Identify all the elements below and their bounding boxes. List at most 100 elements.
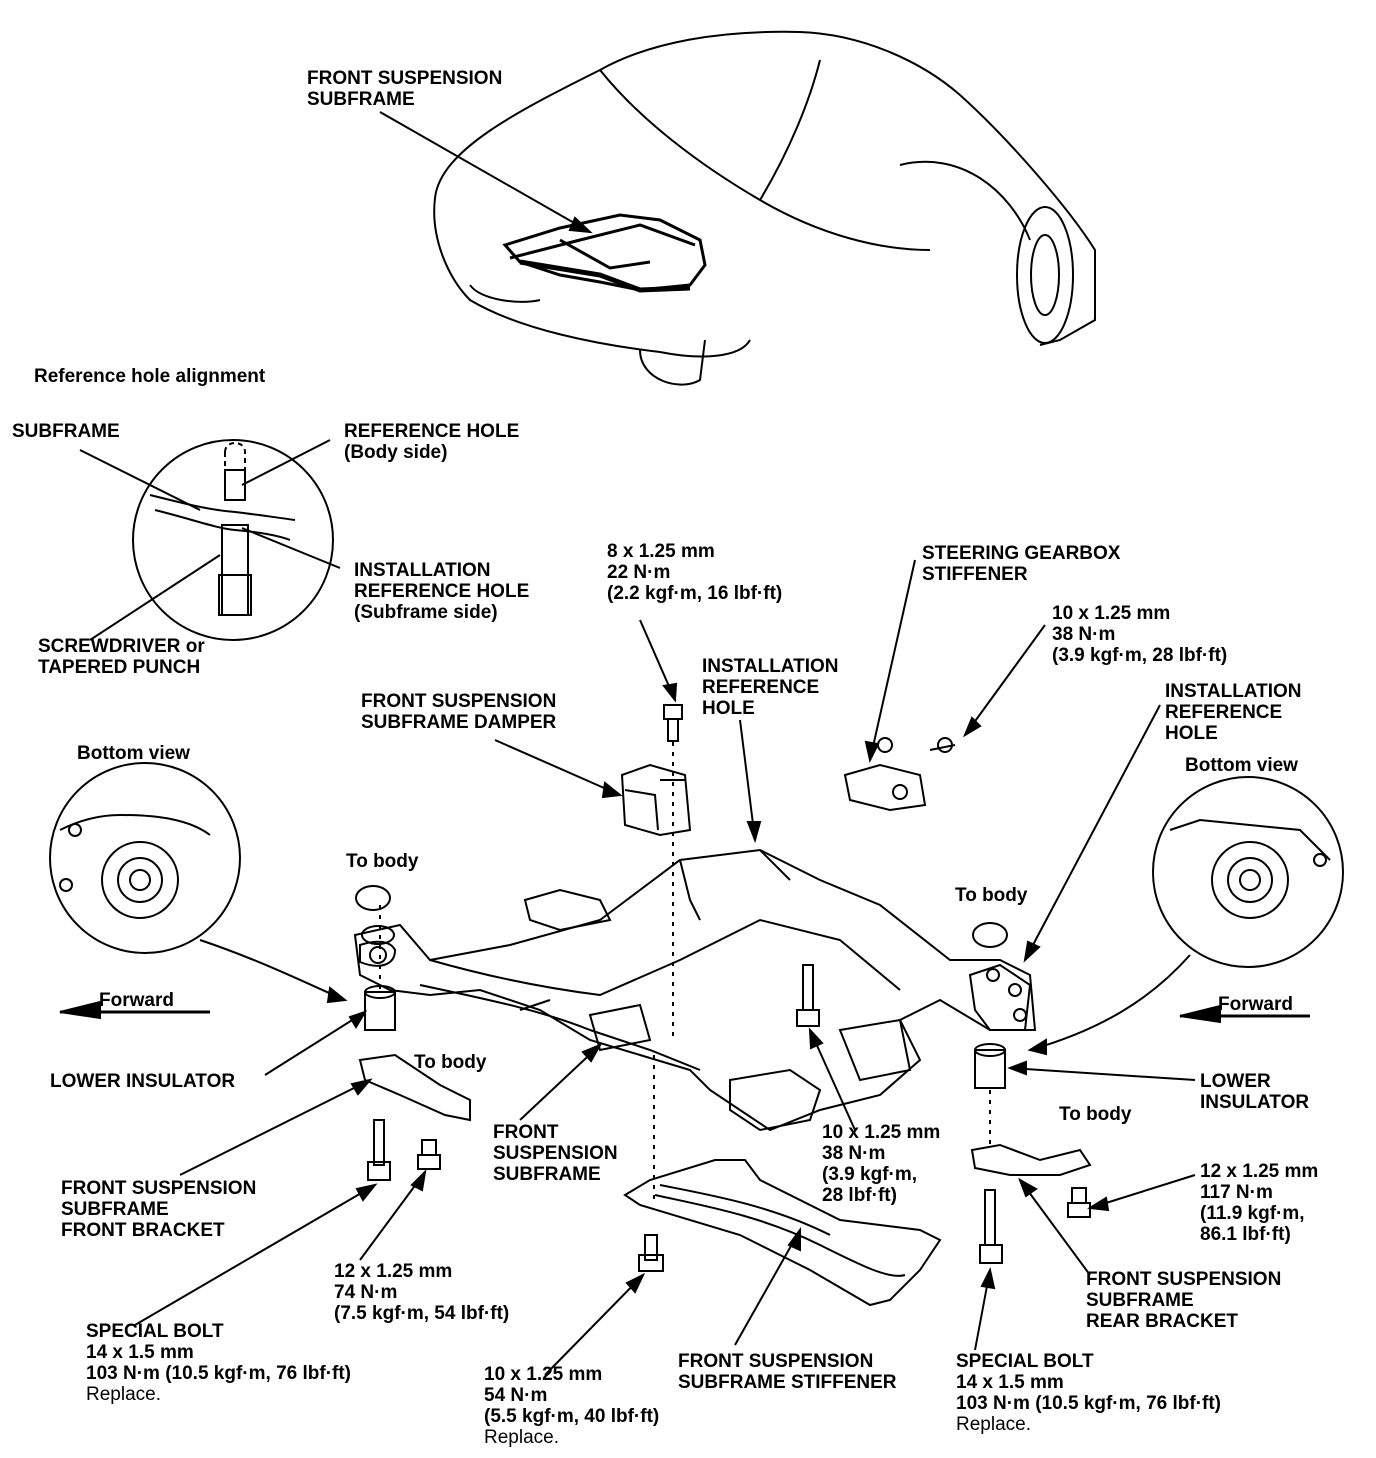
label-line: STIFFENER	[922, 564, 1028, 585]
label-install-ref-hole-center: INSTALLATION REFERENCE HOLE	[702, 656, 839, 719]
steering-gearbox-stiffener	[843, 737, 956, 812]
label-bolt-10x125-mid: 10 x 1.25 mm 38 N·m (3.9 kgf·m, 28 lbf·f…	[822, 1122, 940, 1206]
label-line: HOLE	[1165, 723, 1218, 744]
damper-leader	[494, 739, 621, 796]
label-line: FRONT BRACKET	[61, 1220, 225, 1241]
label-line: SUBFRAME STIFFENER	[678, 1372, 897, 1393]
label-to-body-right: To body	[955, 885, 1028, 906]
label-line: 28 lbf·ft)	[822, 1185, 897, 1206]
label-line: FRONT SUSPENSION	[678, 1351, 874, 1372]
label-line: SCREWDRIVER or	[38, 636, 205, 657]
label-line: SUBFRAME DAMPER	[361, 712, 557, 733]
label-bottom-view-left: Bottom view	[77, 743, 190, 764]
bottom-view-right-detail	[1027, 776, 1344, 1056]
label-line: (3.9 kgf·m, 28 lbf·ft)	[1052, 645, 1228, 666]
label-line: (11.9 kgf·m,	[1200, 1203, 1305, 1224]
car-subframe-leader	[379, 111, 591, 233]
label-line: HOLE	[702, 698, 755, 719]
label-line: 86.1 lbf·ft)	[1200, 1224, 1291, 1245]
right-mount-stack	[970, 922, 1092, 1264]
label-line: (7.5 kgf·m, 54 lbf·ft)	[334, 1303, 510, 1324]
label-line: TAPERED PUNCH	[38, 657, 201, 678]
ref-hole-center-leader	[739, 719, 756, 841]
label-rear-bracket: FRONT SUSPENSION SUBFRAME REAR BRACKET	[1086, 1269, 1281, 1332]
label-line: (2.2 kgf·m, 16 lbf·ft)	[607, 583, 783, 604]
label-line: STEERING GEARBOX	[922, 543, 1121, 564]
label-line: 12 x 1.25 mm	[334, 1261, 453, 1282]
label-line: 10 x 1.25 mm	[1052, 603, 1171, 624]
label-line: Replace.	[484, 1427, 559, 1448]
label-forward-right: Forward	[1218, 994, 1293, 1015]
label-line: 10 x 1.25 mm	[822, 1122, 941, 1143]
label-line: (Body side)	[344, 442, 448, 463]
label-bolt-12x125-right: 12 x 1.25 mm 117 N·m (11.9 kgf·m, 86.1 l…	[1200, 1161, 1318, 1245]
label-subframe-stiffener: FRONT SUSPENSION SUBFRAME STIFFENER	[678, 1351, 897, 1393]
label-line: 8 x 1.25 mm	[607, 541, 715, 562]
label-line: REFERENCE HOLE	[354, 581, 530, 602]
label-line: 22 N·m	[607, 562, 671, 583]
label-install-ref-hole-detail: INSTALLATION REFERENCE HOLE (Subframe si…	[354, 560, 529, 623]
label-bolt-12x125-left: 12 x 1.25 mm 74 N·m (7.5 kgf·m, 54 lbf·f…	[334, 1261, 509, 1324]
label-line: SPECIAL BOLT	[956, 1351, 1094, 1372]
label-forward-left: Forward	[99, 990, 174, 1011]
label-line: REAR BRACKET	[1086, 1311, 1238, 1332]
label-line: 14 x 1.5 mm	[86, 1342, 194, 1363]
label-line: SUBFRAME	[307, 89, 415, 110]
label-line: SUBFRAME	[1086, 1290, 1194, 1311]
center-bolt-10x125	[796, 964, 820, 1027]
label-line: REFERENCE	[1165, 702, 1283, 723]
bolt-10-top-leader	[964, 624, 1046, 736]
label-lower-insulator-right: LOWER INSULATOR	[1200, 1071, 1309, 1113]
label-subframe: SUBFRAME	[12, 421, 120, 442]
main-subframe	[353, 848, 1037, 1132]
label-line: REFERENCE HOLE	[344, 421, 520, 442]
label-line: FRONT SUSPENSION	[307, 68, 503, 89]
reference-hole-detail	[79, 439, 341, 641]
label-bolt-10x125-bottom: 10 x 1.25 mm 54 N·m (5.5 kgf·m, 40 lbf·f…	[484, 1364, 659, 1448]
label-bolt-8x125: 8 x 1.25 mm 22 N·m (2.2 kgf·m, 16 lbf·ft…	[607, 541, 782, 604]
label-to-body-left: To body	[346, 851, 419, 872]
bolt-10-bottom-leader	[544, 1274, 644, 1376]
lower-insulator-left-leader	[264, 1011, 366, 1076]
label-line: FRONT SUSPENSION	[61, 1178, 257, 1199]
label-line: FRONT SUSPENSION	[1086, 1269, 1282, 1290]
label-line: INSTALLATION	[354, 560, 491, 581]
subframe-damper	[620, 763, 692, 837]
label-line: Replace.	[956, 1414, 1031, 1435]
label-line: 38 N·m	[822, 1143, 886, 1164]
rear-bracket-leader	[1019, 1179, 1091, 1276]
label-line: Replace.	[86, 1384, 161, 1405]
special-bolt-left-leader	[134, 1184, 376, 1326]
lower-insulator-right-leader	[1009, 1067, 1196, 1081]
label-lower-insulator-left: LOWER INSULATOR	[50, 1071, 236, 1092]
label-line: INSTALLATION	[1165, 681, 1302, 702]
label-car-subframe: FRONT SUSPENSION SUBFRAME	[307, 68, 502, 110]
label-front-bracket: FRONT SUSPENSION SUBFRAME FRONT BRACKET	[61, 1178, 256, 1241]
ref-alignment-title: Reference hole alignment	[34, 366, 266, 387]
stiffener-leader	[734, 1229, 801, 1346]
ref-hole-right-leader	[1024, 704, 1161, 961]
label-line: (Subframe side)	[354, 602, 498, 623]
label-line: (5.5 kgf·m, 40 lbf·ft)	[484, 1406, 660, 1427]
label-damper: FRONT SUSPENSION SUBFRAME DAMPER	[361, 691, 556, 733]
label-line: SUSPENSION	[493, 1143, 618, 1164]
label-line: INSTALLATION	[702, 656, 839, 677]
label-line: LOWER	[1200, 1071, 1271, 1092]
label-special-bolt-right: SPECIAL BOLT 14 x 1.5 mm 103 N·m (10.5 k…	[956, 1351, 1221, 1435]
stiffener-bolt	[638, 1234, 664, 1272]
subframe-stiffener	[623, 1159, 942, 1307]
label-bottom-view-right: Bottom view	[1185, 755, 1298, 776]
steering-leader	[869, 559, 916, 761]
front-bracket-leader	[179, 1079, 371, 1176]
label-steering-stiffener: STEERING GEARBOX STIFFENER	[922, 543, 1120, 585]
left-mount-stack	[355, 885, 471, 1181]
label-reference-hole: REFERENCE HOLE (Body side)	[344, 421, 519, 463]
label-to-body-bracket-left: To body	[414, 1052, 487, 1073]
label-line: 10 x 1.25 mm	[484, 1364, 603, 1385]
label-line: 103 N·m (10.5 kgf·m, 76 lbf·ft)	[956, 1393, 1221, 1414]
label-line: 14 x 1.5 mm	[956, 1372, 1064, 1393]
label-line: 74 N·m	[334, 1282, 398, 1303]
label-line: 103 N·m (10.5 kgf·m, 76 lbf·ft)	[86, 1363, 351, 1384]
